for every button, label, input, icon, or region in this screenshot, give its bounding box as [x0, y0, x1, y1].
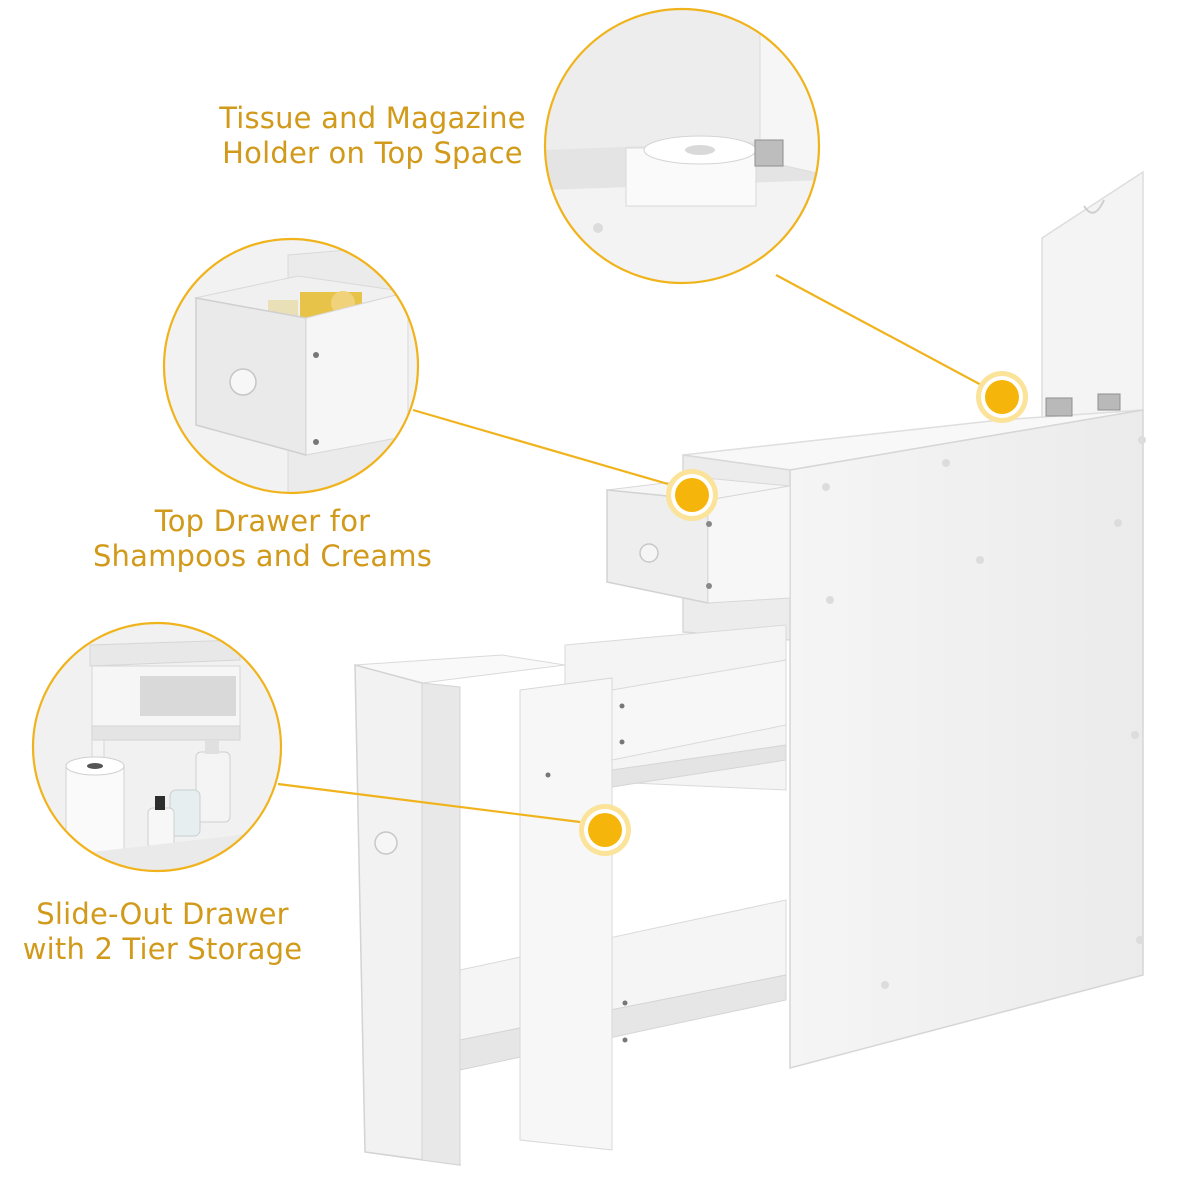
caption-line: Tissue and Magazine: [219, 101, 526, 135]
caption-line: Shampoos and Creams: [92, 539, 433, 573]
zoom-circle-tissue-holder: [543, 7, 821, 285]
drawer-knob: [639, 543, 659, 563]
leader-lines: [277, 274, 986, 824]
caption-line: Slide-Out Drawer: [36, 897, 289, 931]
caption-line: with 2 Tier Storage: [22, 932, 303, 966]
caption-line: Holder on Top Space: [222, 136, 523, 170]
lid-finger-notch: [1083, 199, 1105, 214]
drawer-knob: [229, 368, 257, 396]
caption-line: Top Drawer for: [154, 504, 371, 538]
zoom-circle-two-tier-storage: [31, 621, 283, 873]
zoom-circle-top-drawer: [162, 237, 420, 495]
callout-marker-bottom: [579, 804, 631, 856]
callout-marker-middle: [666, 469, 718, 521]
cabinet-side-panel: [789, 409, 1144, 1069]
hinge: [1045, 397, 1073, 417]
caption-slide-out-drawer: Slide-Out Drawer with 2 Tier Storage: [20, 897, 305, 967]
bottle: [147, 807, 175, 849]
drawer-knob: [374, 831, 398, 855]
caption-tissue-holder: Tissue and Magazine Holder on Top Space: [210, 101, 535, 171]
callout-marker-top: [976, 371, 1028, 423]
slide-out-drawer: [354, 624, 787, 1166]
caption-top-drawer: Top Drawer for Shampoos and Creams: [80, 504, 445, 574]
hinge: [1097, 393, 1121, 411]
cabinet-body: [682, 170, 1146, 1069]
bottle: [195, 751, 231, 823]
